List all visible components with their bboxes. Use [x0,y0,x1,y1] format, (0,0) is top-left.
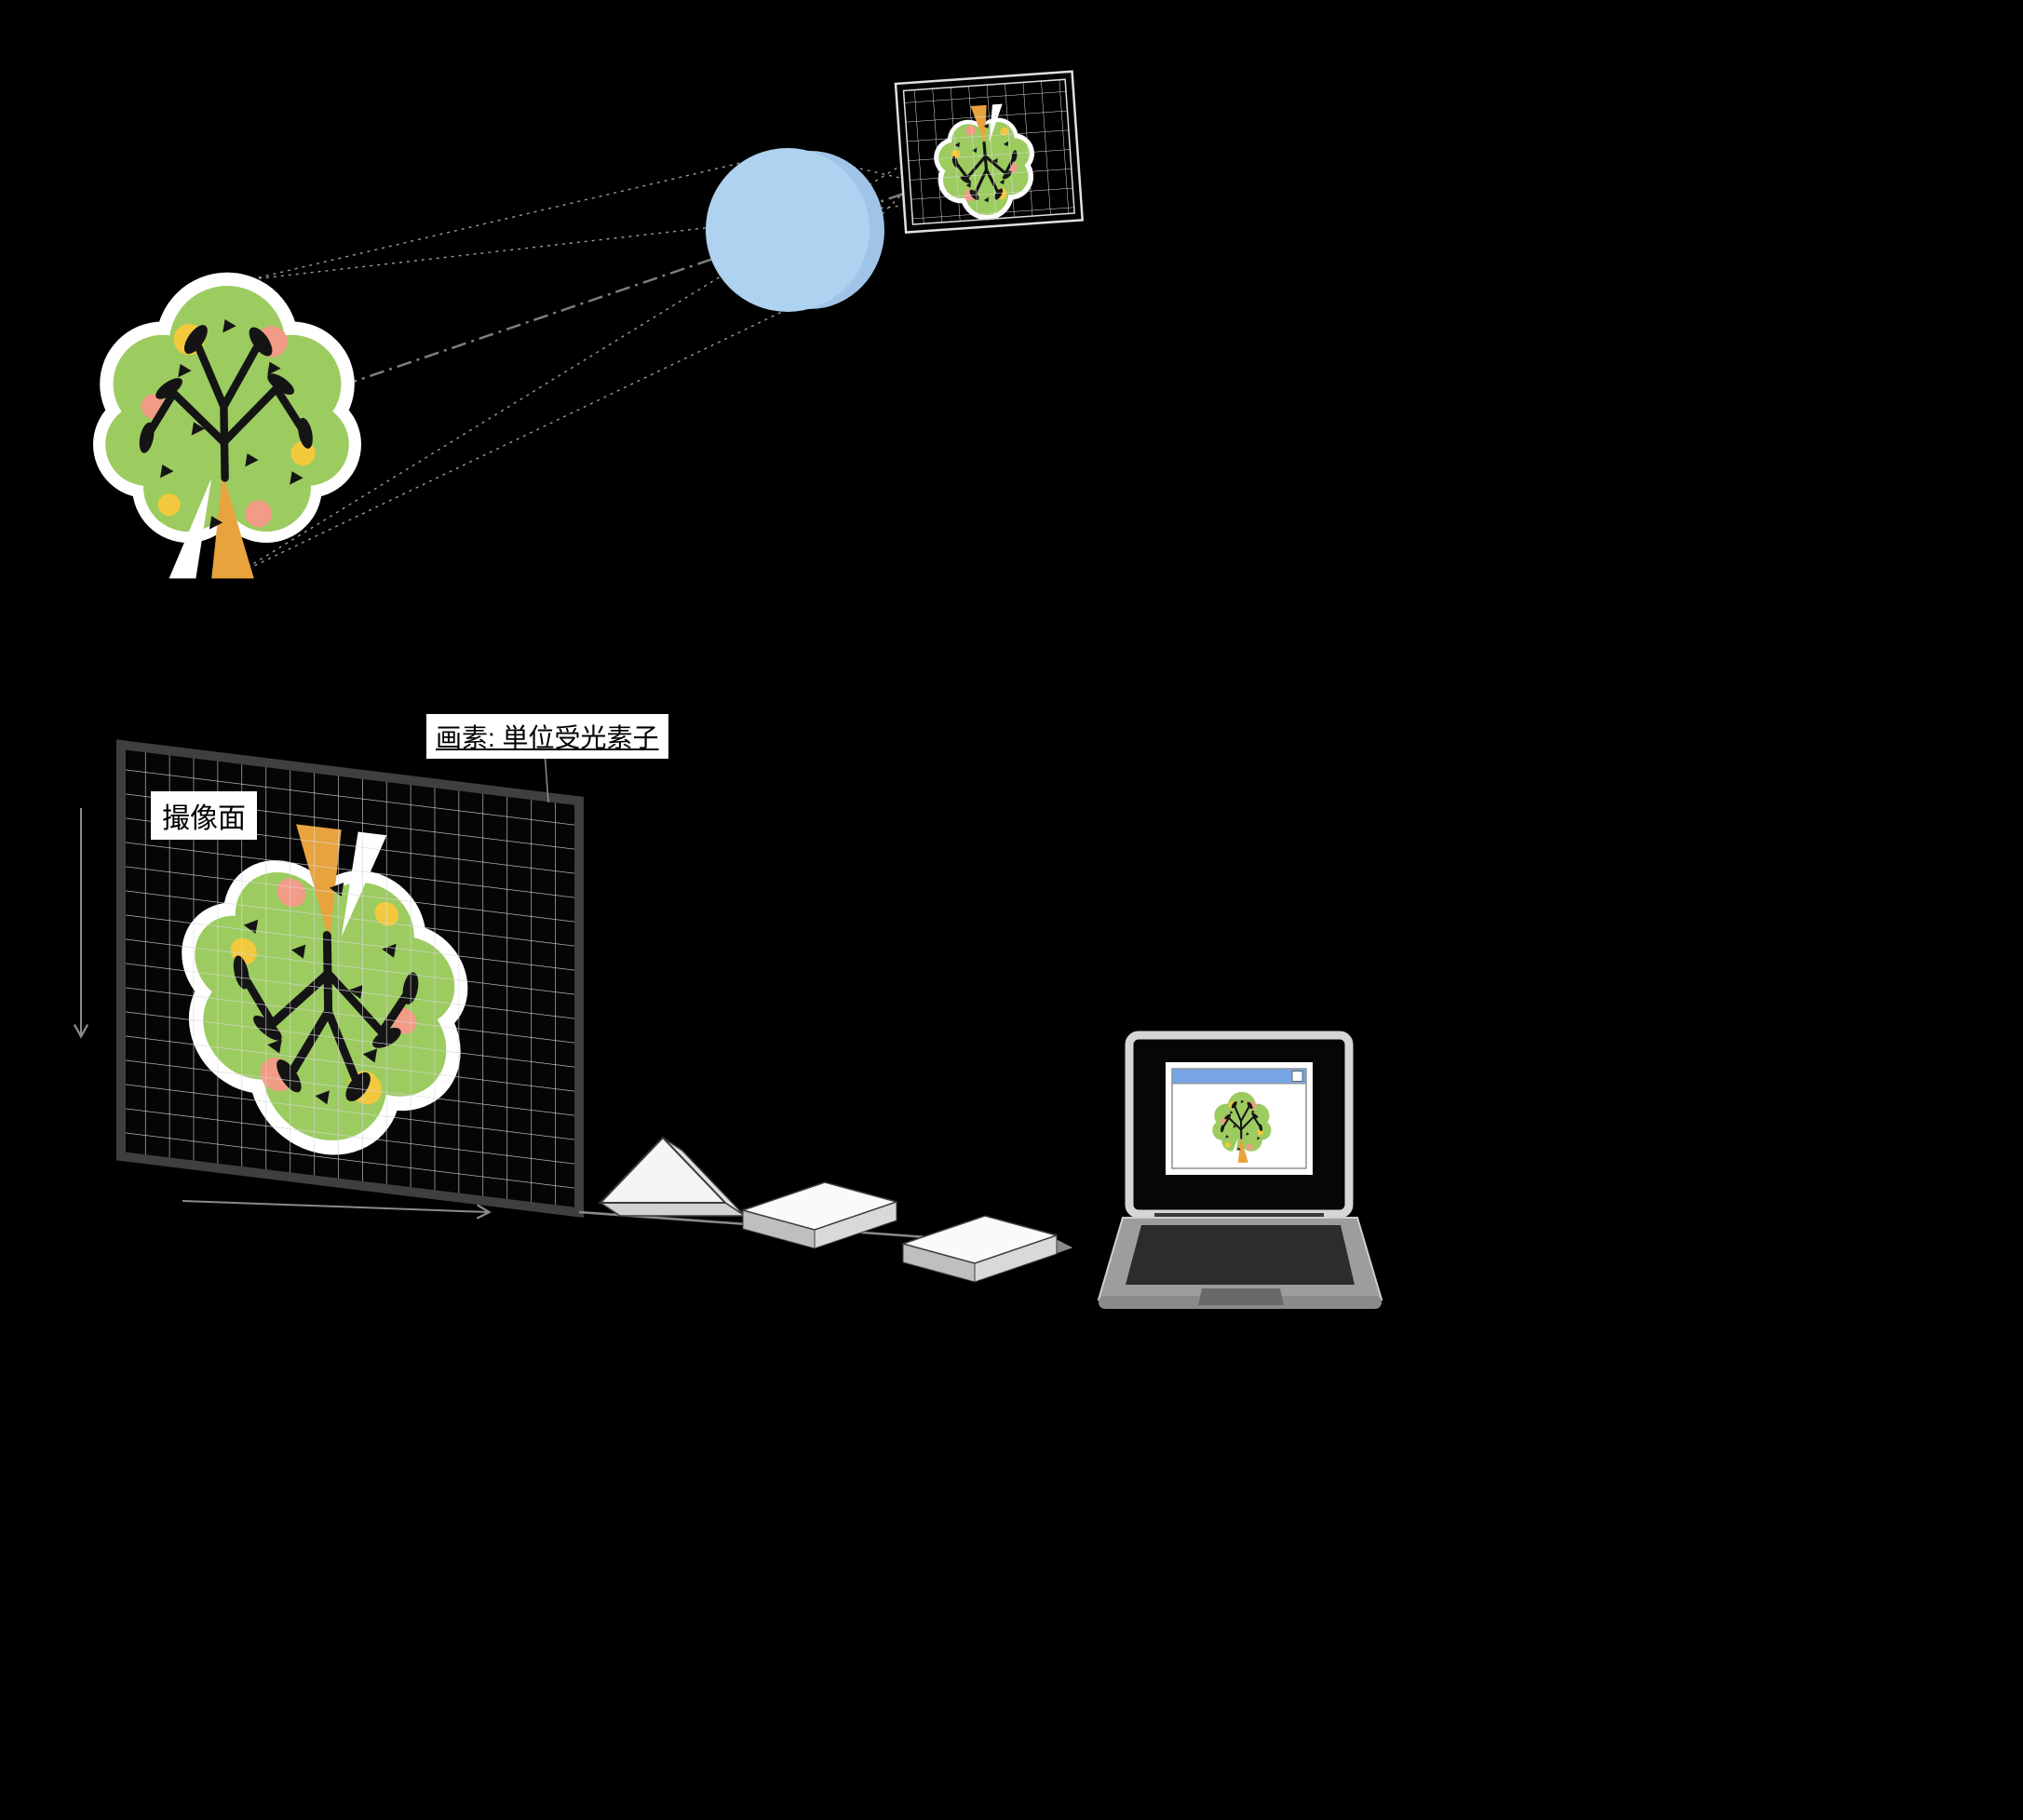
laptop-keyboard [1126,1225,1355,1285]
object-tree [93,273,361,579]
scan-arrow-horizontal [182,1200,492,1220]
light-rays [234,113,983,576]
imaging-plane-grid [116,739,584,1219]
laptop-touchpad [1198,1288,1284,1305]
lens [706,148,884,312]
pixel-pointer-line [544,750,549,803]
pixel-caption-label: 画素: 単位受光素子 [426,714,668,759]
processing-box-2 [900,1215,1059,1283]
imaging-plane-label: 撮像面 [151,791,257,840]
laptop-window-button-icon [1291,1071,1303,1082]
laptop-window-titlebar [1171,1068,1307,1085]
sensor-grid [894,70,1085,234]
sensor-grid-lines [902,78,1075,225]
laptop-hinge [1154,1213,1324,1219]
amplifier-triangle [598,1136,748,1217]
laptop [1097,1031,1383,1309]
imaging-plane-frame [116,739,584,1219]
processing-box-1 [740,1181,899,1249]
imaging-plane-grid-lines [121,745,579,1213]
